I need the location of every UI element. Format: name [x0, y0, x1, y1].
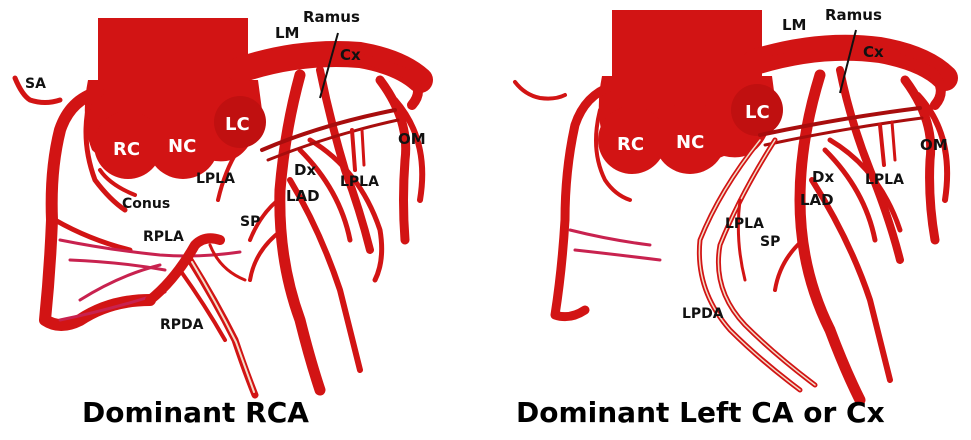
label-ramus-right: Ramus — [825, 6, 882, 24]
label-lad-right: LAD — [800, 191, 834, 209]
label-cx-right: Cx — [863, 43, 884, 61]
label-rc: RC — [113, 139, 140, 160]
lpla-branch-right — [738, 200, 745, 280]
label-conus: Conus — [122, 196, 170, 212]
label-lpda: LPDA — [682, 306, 724, 322]
label-lm: LM — [275, 24, 300, 42]
ramus-branch-right — [840, 70, 900, 260]
rpda-branch2 — [210, 245, 245, 280]
label-dx-right: Dx — [812, 168, 834, 186]
caption-dominant-rca: Dominant RCA — [82, 396, 309, 429]
dx-right — [812, 180, 890, 380]
label-nc-right: NC — [676, 132, 704, 153]
label-nc: NC — [168, 136, 196, 157]
pink-small1 — [570, 230, 650, 245]
pink-small2 — [575, 250, 660, 260]
label-sp: SP — [240, 214, 260, 230]
label-lpla-right-lower: LPLA — [725, 216, 764, 232]
lpla-drop-left — [352, 130, 355, 170]
label-lpla-right-upper: LPLA — [865, 172, 904, 188]
label-lad: LAD — [286, 187, 320, 205]
caption-dominant-left: Dominant Left CA or Cx — [516, 396, 885, 429]
panel-dominant-rca: LM Ramus Cx SA RC NC LC OM LPLA Dx LAD L… — [15, 8, 426, 395]
label-ramus: Ramus — [303, 8, 360, 26]
panel-dominant-left: LM Ramus Cx RC NC LC OM Dx LPLA LAD LPLA… — [515, 6, 948, 400]
label-sa: SA — [25, 76, 46, 92]
lpla-drop-right — [880, 125, 884, 165]
lpla-drop2-left — [362, 130, 364, 165]
lad-left — [280, 75, 320, 390]
label-cx: Cx — [340, 46, 361, 64]
label-lpla-right: LPLA — [340, 174, 379, 190]
label-rpla: RPLA — [143, 229, 184, 245]
label-sp-right: SP — [760, 234, 780, 250]
label-lm-right: LM — [782, 16, 807, 34]
label-rpda: RPDA — [160, 317, 204, 333]
lpla-right-vessel2 — [765, 118, 922, 145]
label-lc-right: LC — [745, 102, 770, 123]
label-om: OM — [398, 130, 426, 148]
sa-small — [515, 82, 565, 99]
label-dx: Dx — [294, 161, 316, 179]
label-lc: LC — [225, 114, 250, 135]
label-rc-right: RC — [617, 134, 644, 155]
label-lpla-left: LPLA — [196, 171, 235, 187]
label-om-right: OM — [920, 136, 948, 154]
lpla-drop2-right — [892, 122, 895, 160]
